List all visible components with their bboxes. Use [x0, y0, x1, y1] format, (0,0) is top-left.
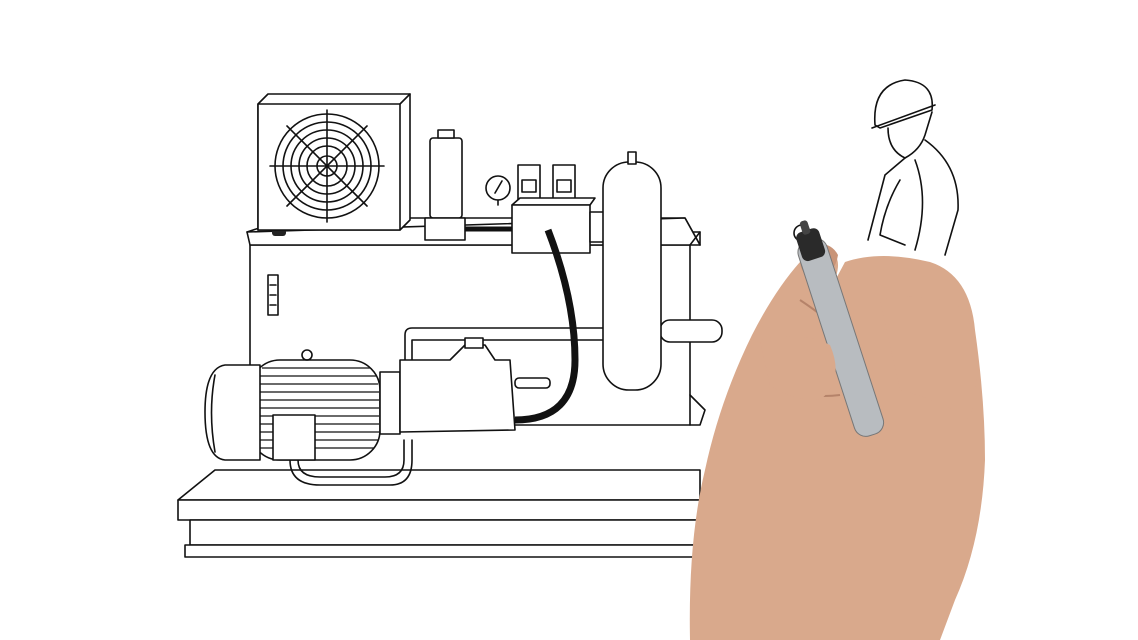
electric-motor — [204, 349, 401, 461]
hydraulic-pump — [399, 337, 551, 433]
filter — [424, 129, 515, 241]
fan-cooler — [257, 93, 411, 231]
worker-figure — [793, 79, 959, 256]
accumulator — [602, 151, 662, 391]
base-platform — [177, 469, 701, 558]
marker — [796, 220, 885, 437]
pipes — [289, 228, 723, 486]
hand-with-marker — [689, 220, 985, 640]
